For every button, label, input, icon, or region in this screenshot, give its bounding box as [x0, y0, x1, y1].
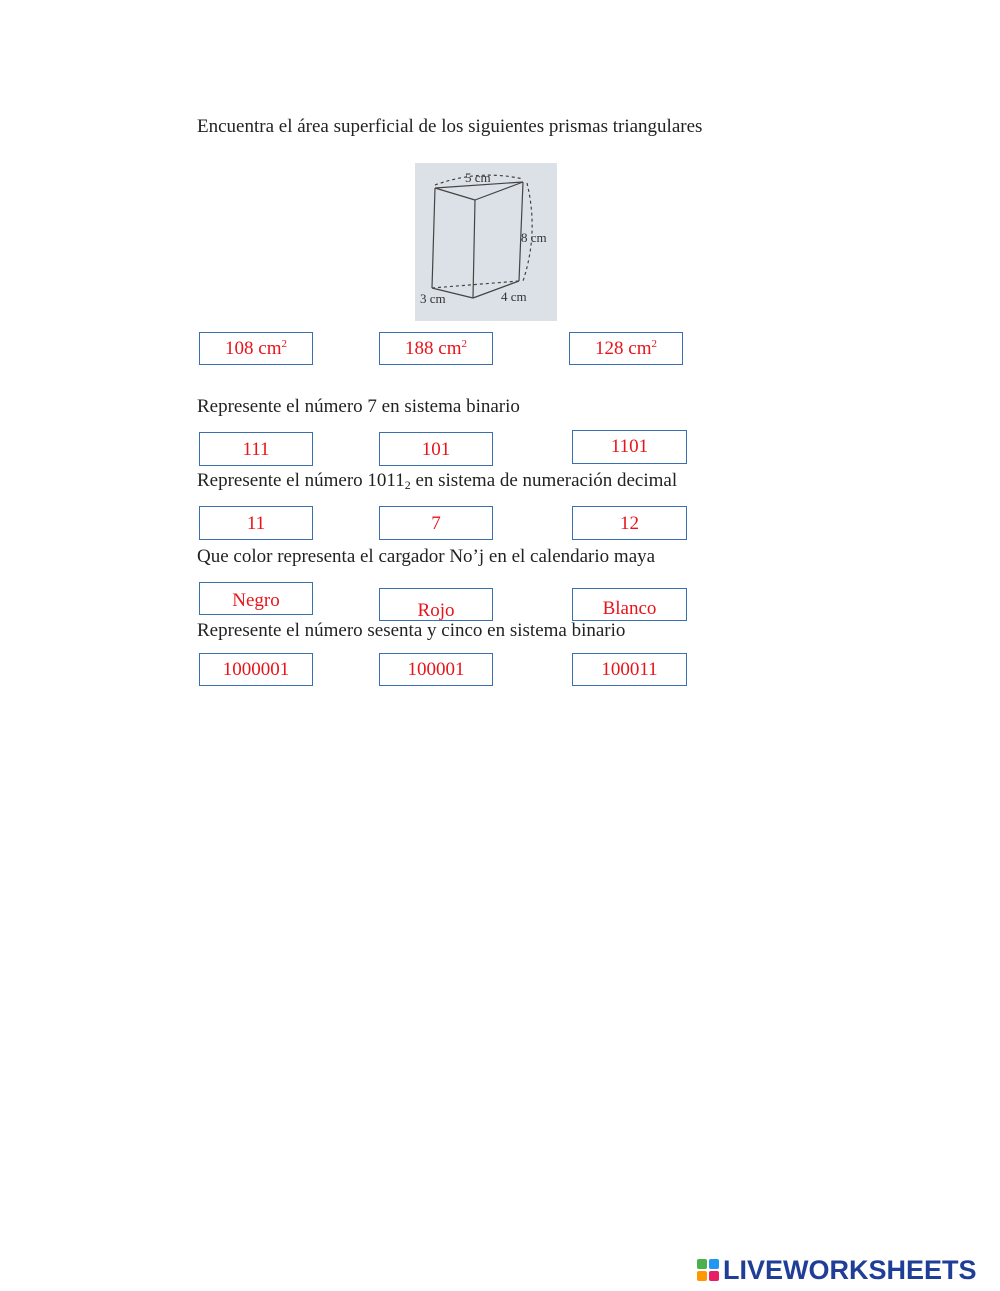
logo-mark-icon: [697, 1259, 719, 1281]
worksheet-title: Encuentra el área superficial de los sig…: [197, 116, 703, 137]
answer-box-q4-c[interactable]: Blanco: [572, 588, 687, 621]
answer-text: 188 cm2: [405, 338, 467, 359]
answer-box-q5-b[interactable]: 100001: [379, 653, 493, 686]
answer-box-q3-b[interactable]: 7: [379, 506, 493, 540]
question-4-text: Que color representa el cargador No’j en…: [197, 546, 656, 567]
liveworksheets-logo[interactable]: LIVEWORKSHEETS: [697, 1253, 977, 1287]
prism-drawing: 5 cm 8 cm 3 cm 4 cm: [420, 170, 547, 306]
answer-box-q5-a[interactable]: 1000001: [199, 653, 313, 686]
label-side: 8 cm: [521, 230, 547, 245]
answer-box-q3-c[interactable]: 12: [572, 506, 687, 540]
question-5-text: Represente el número sesenta y cinco en …: [197, 620, 626, 641]
answer-box-q2-b[interactable]: 101: [379, 432, 493, 466]
answer-box-q2-c[interactable]: 1101: [572, 430, 687, 464]
answer-box-q1-b[interactable]: 188 cm2: [379, 332, 493, 365]
answer-box-q4-b[interactable]: Rojo: [379, 588, 493, 621]
answer-box-q1-c[interactable]: 128 cm2: [569, 332, 683, 365]
label-top: 5 cm: [465, 170, 491, 185]
answer-box-q5-c[interactable]: 100011: [572, 653, 687, 686]
question-3-text: Represente el número 10112 en sistema de…: [197, 470, 678, 492]
triangular-prism-image: 5 cm 8 cm 3 cm 4 cm: [415, 163, 557, 321]
label-bottom-right: 4 cm: [501, 289, 527, 304]
answer-box-q1-a[interactable]: 108 cm2: [199, 332, 313, 365]
answer-text: 108 cm2: [225, 338, 287, 359]
logo-text: LIVEWORKSHEETS: [723, 1254, 977, 1285]
answer-box-q4-a[interactable]: Negro: [199, 582, 313, 615]
question-2-text: Represente el número 7 en sistema binari…: [197, 396, 520, 417]
label-bottom-left: 3 cm: [420, 291, 446, 306]
answer-box-q2-a[interactable]: 111: [199, 432, 313, 466]
answer-box-q3-a[interactable]: 11: [199, 506, 313, 540]
answer-text: 128 cm2: [595, 338, 657, 359]
